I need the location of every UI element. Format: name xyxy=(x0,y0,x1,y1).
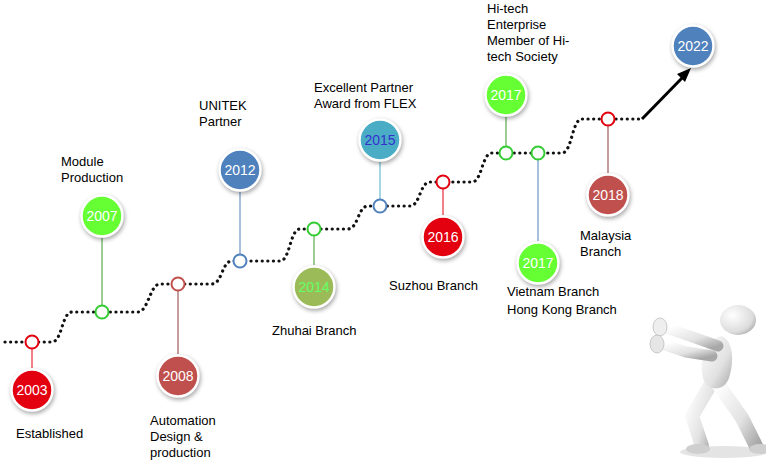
leader-line xyxy=(102,238,103,306)
milestone-label: Automation Design & production xyxy=(150,413,232,461)
dotted-timeline xyxy=(5,119,642,342)
figure-hand xyxy=(650,335,664,353)
timeline-ring xyxy=(26,336,39,349)
figure-hand xyxy=(653,318,667,336)
milestone-label: Member of Hi-tech Society xyxy=(487,33,573,65)
year-number: 2012 xyxy=(218,148,262,192)
leader-line xyxy=(380,162,381,200)
figure-arm xyxy=(662,344,712,356)
milestone-circle: 2014Zhuhai Branch xyxy=(292,265,336,309)
milestone-circle: 2007Module Production xyxy=(80,194,124,238)
year-number: 2008 xyxy=(156,354,200,398)
milestone-label: Vietnam Branch xyxy=(507,284,637,300)
figure-leg xyxy=(718,384,756,446)
year-number: 2017 xyxy=(484,73,528,117)
leader-line xyxy=(32,348,33,368)
milestone-circle: 2017Vietnam BranchHong Kong Branch xyxy=(516,241,560,285)
year-number: 2003 xyxy=(10,368,54,412)
milestone-circle: 2018Malaysia Branch xyxy=(586,173,630,217)
timeline-ring xyxy=(437,176,450,189)
year-number: 2018 xyxy=(586,173,630,217)
year-number: 2016 xyxy=(421,215,465,259)
figure-foot xyxy=(686,444,710,454)
milestone-circle: 2015Excellent Partner Award from FLEX xyxy=(358,118,402,162)
timeline-ring xyxy=(374,200,387,213)
milestone-label: Established xyxy=(16,426,106,442)
figure-leg xyxy=(692,382,712,446)
leader-line xyxy=(608,125,609,173)
figure-foot xyxy=(749,444,766,454)
milestone-label: Module Production xyxy=(61,154,139,186)
leader-line xyxy=(538,159,539,241)
pushing-figure xyxy=(650,305,766,458)
figure-head xyxy=(720,305,756,335)
timeline-ring xyxy=(172,278,185,291)
year-number: 2015 xyxy=(358,118,402,162)
milestone-label: Excellent Partner Award from FLEX xyxy=(314,80,440,112)
timeline-ring xyxy=(602,113,615,126)
milestone-circle: 2003Established xyxy=(10,368,54,412)
timeline-ring xyxy=(308,223,321,236)
leader-line xyxy=(314,235,315,265)
milestone-label: Zhuhai Branch xyxy=(272,323,402,339)
milestone-circle: 2016Suzhou Branch xyxy=(421,215,465,259)
leader-line xyxy=(240,192,241,255)
year-number: 2007 xyxy=(80,194,124,238)
leader-line xyxy=(443,188,444,215)
year-number: 2014 xyxy=(292,265,336,309)
milestone-circle: 2008Automation Design & production xyxy=(156,354,200,398)
year-number: 2017 xyxy=(516,241,560,285)
milestone-circle: 2022 xyxy=(671,24,715,68)
milestone-label: UNITEK Partner xyxy=(199,98,263,130)
leader-line xyxy=(178,290,179,354)
timeline-ring xyxy=(96,306,109,319)
milestone-label: Hi-tech Enterprise xyxy=(487,1,573,33)
trend-arrow-shaft xyxy=(642,77,683,119)
milestone-circle: 2017Hi-tech EnterpriseMember of Hi-tech … xyxy=(484,73,528,117)
timeline-ring xyxy=(532,147,545,160)
leader-line xyxy=(506,117,507,147)
timeline-ring xyxy=(234,255,247,268)
milestone-label: Malaysia Branch xyxy=(580,228,642,260)
milestone-label: Hong Kong Branch xyxy=(507,302,637,318)
milestone-circle: 2012UNITEK Partner xyxy=(218,148,262,192)
timeline-ring xyxy=(500,147,513,160)
year-number: 2022 xyxy=(671,24,715,68)
milestone-label: Suzhou Branch xyxy=(389,278,509,294)
trend-arrowhead xyxy=(677,68,691,82)
